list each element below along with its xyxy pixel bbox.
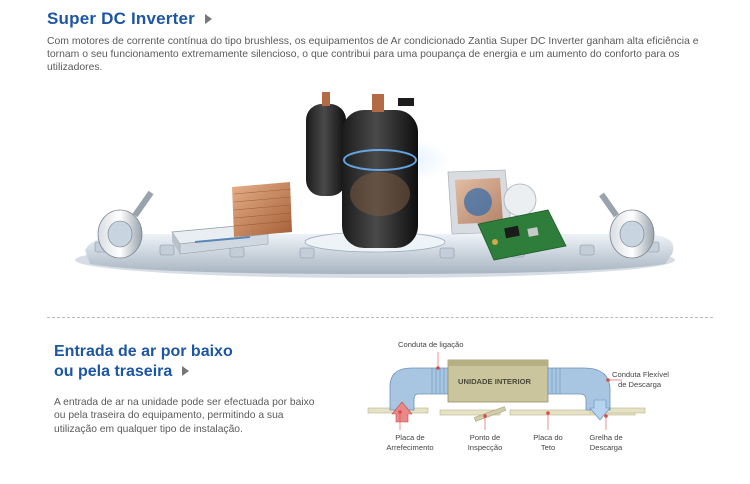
section-title-line1: Entrada de ar por baixo: [54, 343, 233, 360]
label-grelha-descarga: Grelha de Descarga: [589, 433, 623, 452]
control-pcb-board: [477, 209, 567, 261]
duct-diagram-graphic: [367, 352, 646, 430]
left-dc-motor: [97, 190, 154, 259]
air-intake-arrow: [391, 401, 413, 423]
indoor-unit-label: UNIDADE INTERIOR: [458, 377, 531, 386]
play-arrow-icon[interactable]: [182, 365, 190, 376]
section-title-super-dc-inverter: Super DC Inverter: [47, 9, 212, 29]
play-arrow-icon[interactable]: [204, 13, 212, 24]
installation-diagram: UNIDADE INTERIOR Conduta de ligação Cond…: [360, 330, 700, 460]
section-title-air-inlet: Entrada de ar por baixo ou pela traseira: [54, 342, 233, 382]
label-placa-teto: Placa do Teto: [533, 433, 563, 452]
right-dc-motor: [599, 192, 655, 259]
label-placa-arrefecimento: Placa de Arrefecimento: [386, 433, 434, 452]
fan-heat-exchanger-box: [447, 169, 537, 235]
label-conduta-ligacao: Conduta de ligação: [398, 340, 464, 349]
section-description-air-inlet: A entrada de ar na unidade pode ser efec…: [54, 397, 315, 435]
section-title-line2: ou pela traseira: [54, 362, 233, 382]
inverter-compressor: [306, 92, 450, 248]
section-divider: [47, 317, 713, 318]
label-ponto-inspeccao: Ponto de Inspecção: [467, 433, 503, 452]
air-discharge-arrow: [589, 399, 611, 421]
section-description: Com motores de corrente contínua do tipo…: [47, 36, 699, 73]
section-title-text: Super DC Inverter: [47, 9, 195, 28]
hero-components-illustration: [0, 82, 750, 287]
label-conduta-flexivel: Conduta Flexível de Descarga: [612, 370, 669, 389]
components-graphic: [75, 92, 675, 278]
heat-exchanger-coil: [232, 182, 292, 237]
